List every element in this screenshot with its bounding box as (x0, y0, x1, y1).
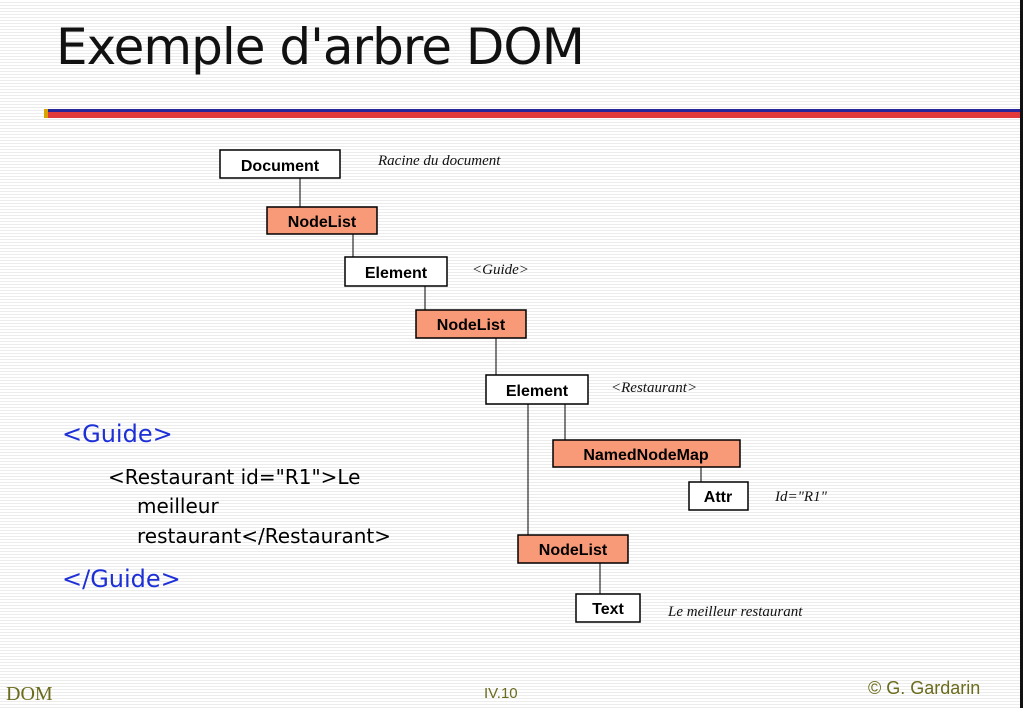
node-nodelist-3-label: NodeList (539, 542, 608, 559)
node-element-guide-label: Element (365, 265, 428, 282)
footer-section-label: DOM (6, 683, 53, 705)
xml-restaurant-line-2: meilleur (137, 494, 219, 518)
node-namednodemap: NamedNodeMap (552, 439, 741, 468)
node-document-label: Document (241, 158, 320, 175)
node-namednodemap-label: NamedNodeMap (583, 447, 709, 464)
node-nodelist-2-label: NodeList (437, 317, 506, 334)
xml-guide-open-tag: <Guide> (62, 420, 173, 448)
node-document: Document (219, 149, 341, 179)
node-text: Text (575, 593, 641, 623)
footer-copyright: © G. Gardarin (868, 678, 981, 698)
node-element-restaurant-label: Element (506, 383, 569, 400)
annotation-element-restaurant: <Restaurant> (611, 380, 697, 396)
node-nodelist-1-label: NodeList (288, 214, 357, 231)
title-rule-blue (44, 109, 1023, 112)
node-element-guide: Element (344, 256, 448, 287)
node-nodelist-2: NodeList (415, 309, 527, 339)
footer-page-number: IV.10 (484, 685, 518, 702)
node-attr: Attr (688, 481, 749, 511)
slide-title: Exemple d'arbre DOM (56, 18, 585, 76)
annotation-text: Le meilleur restaurant (667, 604, 803, 620)
node-attr-label: Attr (704, 489, 732, 506)
slide-right-edge (1020, 0, 1023, 708)
node-nodelist-1: NodeList (266, 206, 378, 235)
annotation-document: Racine du document (377, 153, 501, 169)
node-nodelist-3: NodeList (517, 534, 629, 564)
xml-restaurant-line-1: <Restaurant id="R1">Le (108, 465, 361, 489)
title-rule-cap (44, 109, 48, 118)
annotation-element-guide: <Guide> (472, 262, 529, 278)
tree-connectors (299, 178, 702, 594)
xml-guide-close-tag: </Guide> (62, 565, 181, 593)
node-text-label: Text (592, 601, 624, 618)
xml-restaurant-line-3: restaurant</Restaurant> (137, 524, 392, 548)
annotation-attr: Id="R1" (774, 489, 828, 505)
node-element-restaurant: Element (485, 374, 589, 405)
title-rule-red (44, 112, 1023, 118)
